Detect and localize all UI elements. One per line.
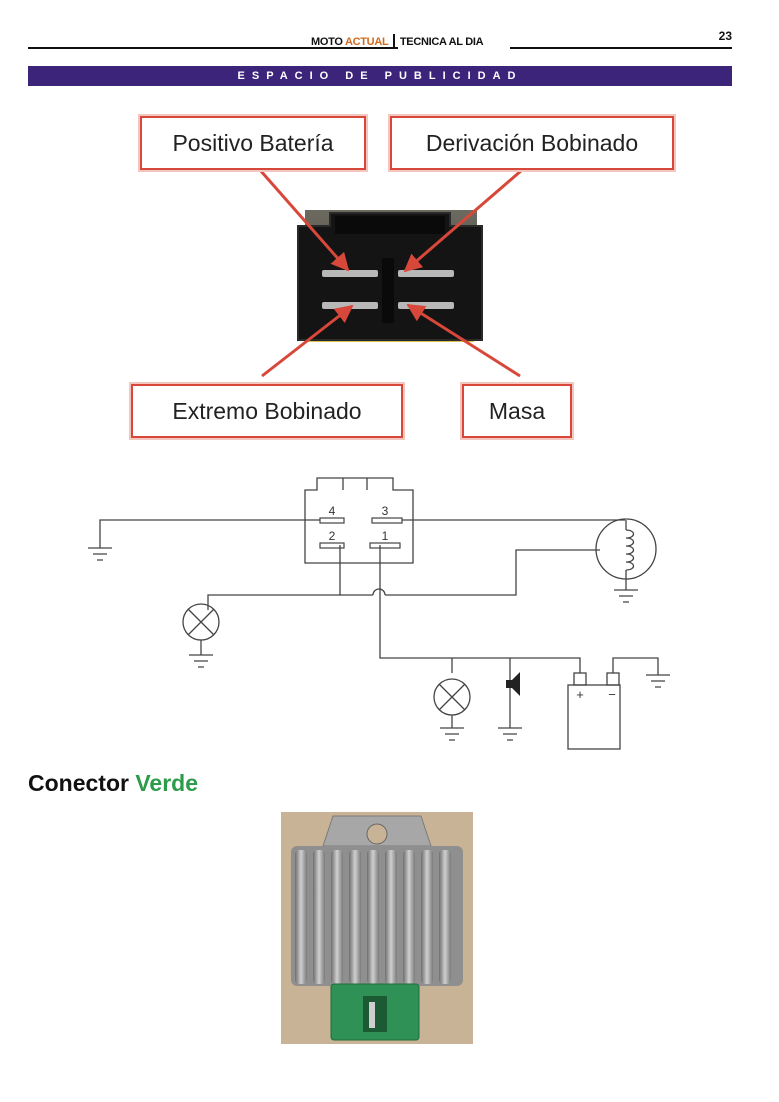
heatsink-fins	[295, 850, 451, 984]
battery-body	[567, 684, 621, 750]
page-header: MOTO ACTUAL TECNICA AL DIA 23	[28, 28, 732, 50]
section-name: TECNICA AL DIA	[399, 36, 484, 48]
battery-minus-label: −	[608, 687, 616, 702]
ground-symbol-4	[440, 727, 464, 741]
wire-crossover	[372, 588, 386, 596]
wiring-schematic: 4 3 2 1 + −	[88, 477, 670, 750]
pin-label-3: 3	[382, 504, 389, 518]
regulator-photo	[281, 812, 473, 1044]
arrow-extremo	[261, 304, 354, 378]
section-title: Conector Verde	[28, 770, 198, 797]
wire-pin2-coil-tap	[385, 549, 600, 596]
section-title-word2: Verde	[135, 770, 198, 796]
ground-symbol-3	[189, 654, 213, 668]
lamp-2-cross	[438, 683, 466, 711]
pin-label-4: 4	[329, 504, 336, 518]
callout-masa: Masa	[462, 384, 572, 438]
ground-symbol-5	[498, 727, 522, 741]
callout-derivacion-bobinado: Derivación Bobinado	[390, 116, 674, 170]
ground-symbol-2	[614, 589, 638, 603]
callout-extremo-bobinado: Extremo Bobinado	[131, 384, 403, 438]
battery-plus-label: +	[576, 687, 584, 702]
brand-actual: ACTUAL	[344, 36, 389, 48]
pin-4-rect	[319, 517, 345, 524]
arrow-positivo	[258, 169, 350, 272]
pin-divider	[382, 258, 394, 323]
coil-winding	[625, 529, 635, 571]
ad-banner: ESPACIO DE PUBLICIDAD	[28, 66, 732, 86]
pin-label-1: 1	[382, 529, 389, 543]
battery-terminal-minus	[606, 672, 620, 686]
pin-top-left	[322, 270, 378, 277]
green-connector-pin	[369, 1002, 375, 1028]
horn-icon	[506, 672, 520, 696]
page-number: 23	[718, 29, 732, 43]
ground-symbol-6	[646, 674, 670, 688]
magazine-brand: MOTO ACTUAL TECNICA AL DIA	[311, 34, 484, 49]
ground-symbol-1	[88, 547, 112, 561]
wire-pin2-lamp	[207, 545, 341, 610]
callout-positivo-bateria: Positivo Batería	[140, 116, 366, 170]
brand-moto: MOTO	[311, 36, 343, 48]
pin-2-rect	[319, 542, 345, 549]
wire-pin1-battery	[379, 545, 581, 673]
pin-3-rect	[371, 517, 403, 524]
pin-bottom-right	[398, 302, 454, 309]
arrow-masa	[406, 303, 521, 378]
section-title-word1: Conector	[28, 770, 129, 796]
header-rule-left	[28, 47, 398, 49]
connector-photo-figure: Positivo Batería Derivación Bobinado Ext…	[130, 108, 675, 443]
arrow-derivacion	[403, 168, 523, 273]
battery-terminal-plus	[573, 672, 587, 686]
connector-photo	[258, 168, 523, 378]
header-rule-right	[510, 47, 732, 49]
brand-separator	[393, 34, 395, 49]
wire-pin4-ground	[99, 519, 320, 548]
pin-label-2: 2	[329, 529, 336, 543]
wire-battery-neg	[612, 657, 659, 675]
lamp-1-cross	[187, 608, 215, 636]
schematic-connector-latch	[342, 478, 368, 490]
pin-1-rect	[369, 542, 401, 549]
schematic-connector-outline	[304, 477, 414, 564]
mounting-hole	[366, 823, 388, 845]
connector-latch	[335, 216, 445, 234]
